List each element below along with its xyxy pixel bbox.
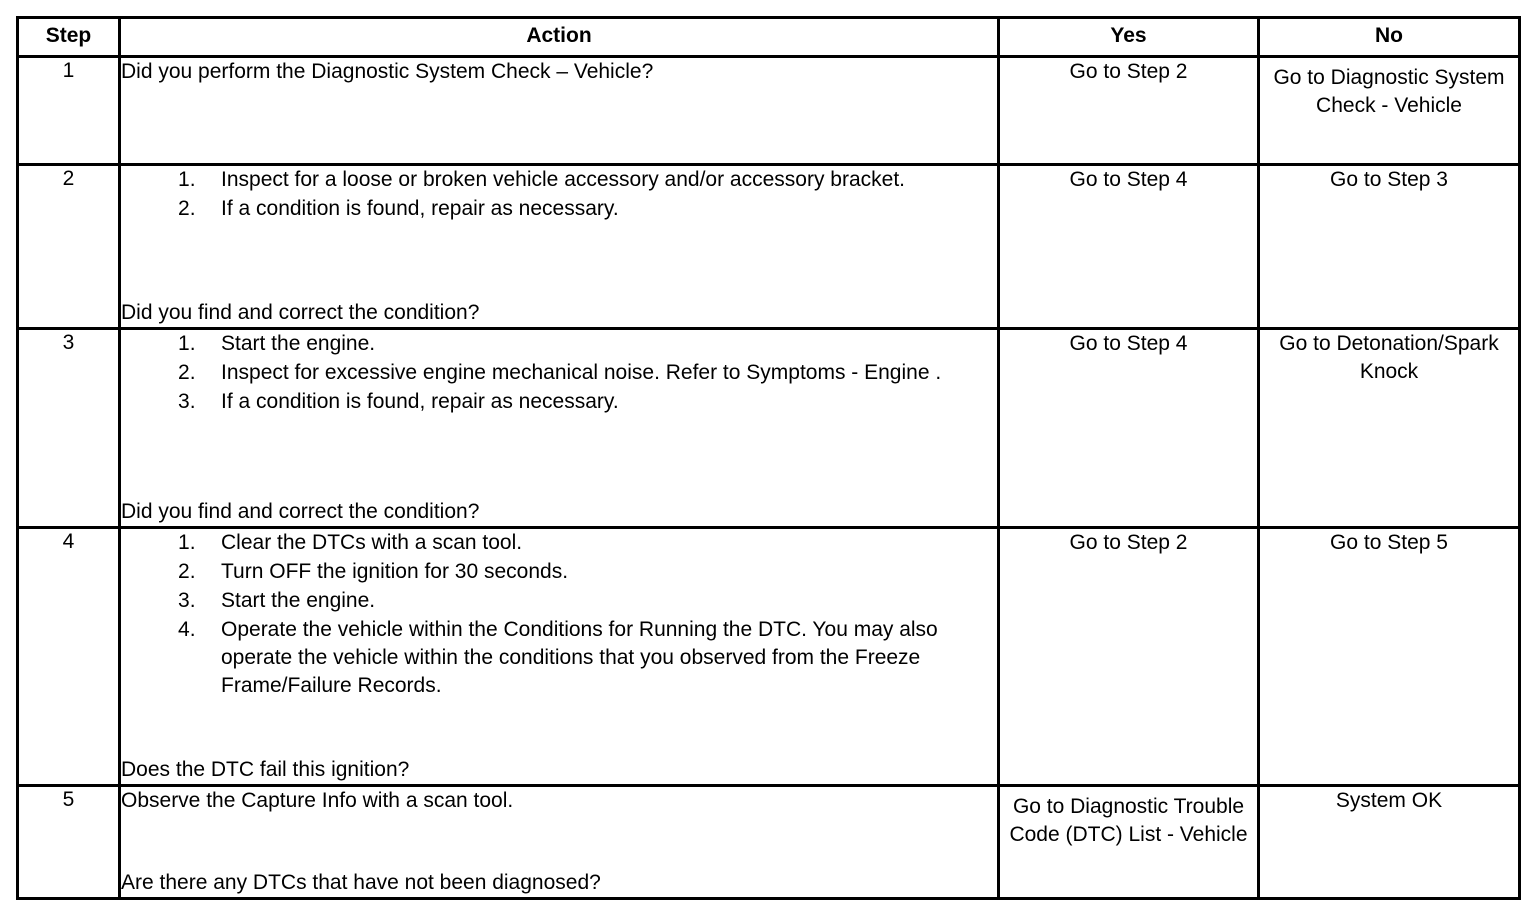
- no-action: Go to Diagnostic System Check - Vehicle: [1257, 55, 1521, 166]
- table-row: 5 Observe the Capture Info with a scan t…: [16, 784, 1521, 900]
- step-number: 3: [16, 327, 121, 529]
- action-step-item: Clear the DTCs with a scan tool.: [178, 529, 523, 557]
- action-cell: Did you perform the Diagnostic System Ch…: [118, 55, 1000, 166]
- spacer: [121, 701, 997, 753]
- action-cell: Start the engine. Inspect for excessive …: [118, 327, 1000, 529]
- table-body: 1 Did you perform the Diagnostic System …: [16, 55, 1521, 900]
- yes-action: Go to Diagnostic Trouble Code (DTC) List…: [997, 784, 1260, 900]
- action-cell: Observe the Capture Info with a scan too…: [118, 784, 1000, 900]
- action-cell: Clear the DTCs with a scan tool. Turn OF…: [118, 526, 1000, 787]
- action-question: Are there any DTCs that have not been di…: [121, 871, 601, 895]
- action-step-list: Start the engine. Inspect for excessive …: [121, 330, 997, 417]
- spacer: [121, 417, 997, 494]
- action-step-item: Start the engine.: [178, 587, 376, 615]
- column-header-action: Action: [118, 16, 1000, 58]
- column-header-step: Step: [16, 16, 121, 58]
- table-header: Step Action Yes No: [16, 16, 1521, 58]
- step-number: 1: [16, 55, 121, 166]
- table-row: 1 Did you perform the Diagnostic System …: [16, 55, 1521, 166]
- spacer: [121, 817, 997, 865]
- action-intro: Observe the Capture Info with a scan too…: [121, 789, 514, 812]
- step-number: 2: [16, 163, 121, 330]
- action-intro: Did you perform the Diagnostic System Ch…: [121, 60, 654, 83]
- action-step-list: Clear the DTCs with a scan tool. Turn OF…: [121, 529, 997, 701]
- step-number: 5: [16, 784, 121, 900]
- action-step-item: Inspect for excessive engine mechanical …: [178, 359, 942, 387]
- table-row: 4 Clear the DTCs with a scan tool. Turn …: [16, 526, 1521, 787]
- no-action: Go to Detonation/Spark Knock: [1257, 327, 1521, 529]
- action-step-item: Turn OFF the ignition for 30 seconds.: [178, 558, 569, 586]
- table-row: 3 Start the engine. Inspect for excessiv…: [16, 327, 1521, 529]
- action-question: Did you find and correct the condition?: [121, 301, 480, 325]
- action-step-item: If a condition is found, repair as neces…: [178, 388, 619, 416]
- yes-action: Go to Step 2: [997, 526, 1260, 787]
- action-step-item: Start the engine.: [178, 330, 376, 358]
- diagnostic-procedure-table: Step Action Yes No 1 Did you perform the…: [16, 16, 1521, 900]
- action-step-item: Inspect for a loose or broken vehicle ac…: [178, 166, 905, 194]
- action-step-list: Inspect for a loose or broken vehicle ac…: [121, 166, 997, 224]
- step-number: 4: [16, 526, 121, 787]
- yes-action: Go to Step 4: [997, 327, 1260, 529]
- header-row: Step Action Yes No: [16, 16, 1521, 58]
- no-action: Go to Step 5: [1257, 526, 1521, 787]
- table-row: 2 Inspect for a loose or broken vehicle …: [16, 163, 1521, 330]
- column-header-no: No: [1257, 16, 1521, 58]
- action-step-item: If a condition is found, repair as neces…: [178, 195, 619, 223]
- column-header-yes: Yes: [997, 16, 1260, 58]
- yes-action: Go to Step 2: [997, 55, 1260, 166]
- action-cell: Inspect for a loose or broken vehicle ac…: [118, 163, 1000, 330]
- action-question: Does the DTC fail this ignition?: [121, 758, 410, 782]
- spacer: [121, 224, 997, 295]
- no-action: Go to Step 3: [1257, 163, 1521, 330]
- action-step-item: Operate the vehicle within the Condition…: [178, 616, 938, 697]
- action-question: Did you find and correct the condition?: [121, 500, 480, 524]
- no-action: System OK: [1257, 784, 1521, 900]
- yes-action: Go to Step 4: [997, 163, 1260, 330]
